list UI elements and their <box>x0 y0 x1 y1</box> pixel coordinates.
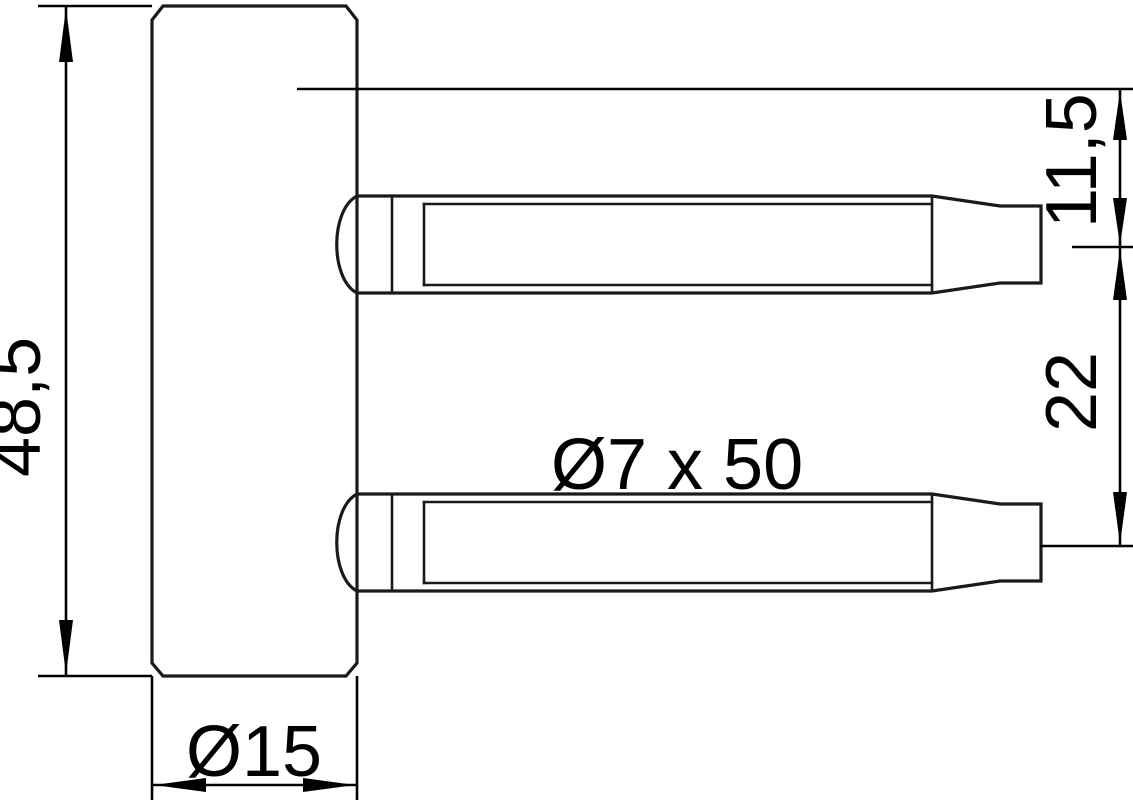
dimension-top-offset: 11,5 <box>297 87 1133 249</box>
dimension-label-overall-height: 48,5 <box>0 337 56 477</box>
dimension-label-body-diameter: Ø15 <box>186 712 322 792</box>
dimension-body-diameter: Ø15 <box>150 676 359 800</box>
upper-pin-outline <box>335 194 1043 295</box>
annotation-pin-spec: Ø7 x 50 <box>551 425 803 505</box>
dimension-label-top-offset: 11,5 <box>1032 93 1112 228</box>
dimension-overall-height: 48,5 <box>0 4 152 678</box>
main-body-outline <box>150 4 359 678</box>
dimension-pin-spacing: 22 <box>1032 247 1133 548</box>
dimension-label-pin-spacing: 22 <box>1032 352 1112 432</box>
lower-pin-outline <box>335 492 1043 593</box>
annotation-label-pin-spec: Ø7 x 50 <box>551 425 803 505</box>
